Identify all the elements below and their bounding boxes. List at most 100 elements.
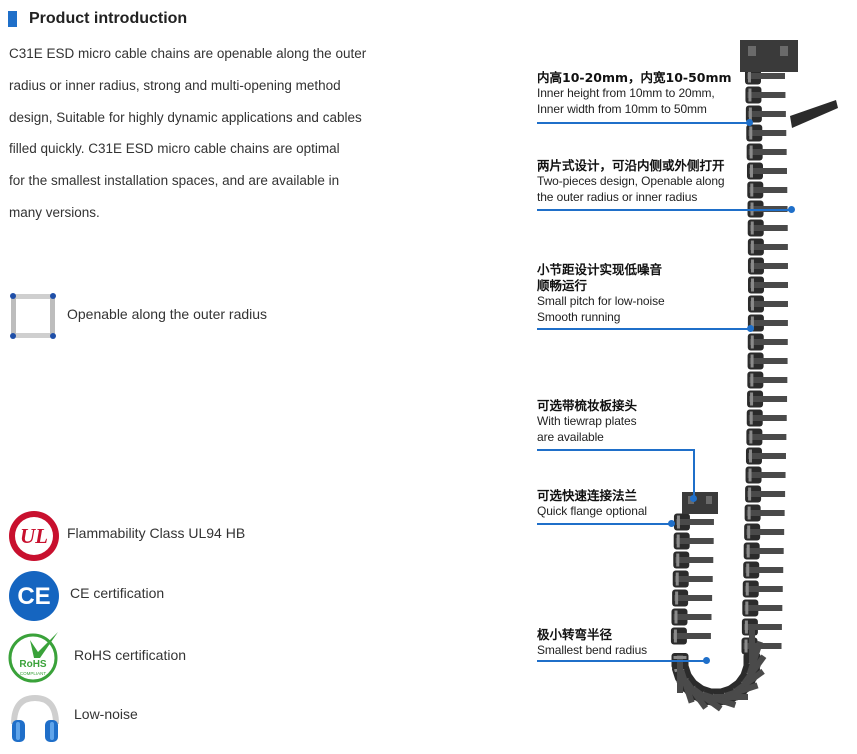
chain-link: [747, 181, 788, 199]
intro-line: design, Suitable for highly dynamic appl…: [9, 109, 362, 125]
chain-link: [746, 143, 787, 161]
annotation-en: Smallest bend radius: [537, 643, 648, 657]
annotation-small-pitch: 小节距设计实现低噪音 顺畅运行 Small pitch for low-nois…: [537, 262, 665, 325]
feature-openable-label: Openable along the outer radius: [67, 306, 268, 322]
chain-link: [746, 428, 787, 446]
intro-line: filled quickly. C31E ESD micro cable cha…: [9, 141, 340, 157]
chain-link: [745, 447, 786, 465]
annotation-en: Inner width from 10mm to 50mm: [537, 101, 707, 116]
chain-link: [673, 532, 714, 550]
chain-link: [745, 485, 786, 503]
leader-line: [537, 209, 792, 211]
leader-line: [537, 449, 695, 451]
chain-link: [747, 238, 788, 256]
leader-line: [537, 122, 750, 124]
chain-links: [670, 67, 788, 712]
intro-line: many versions.: [9, 204, 100, 220]
top-mounting-bracket: [740, 40, 838, 128]
section-accent-bar: [8, 11, 17, 27]
feature-rohs: RoHS certification: [74, 647, 186, 663]
chain-link: [742, 580, 783, 598]
ul-icon: UL: [9, 511, 59, 561]
chain-link: [746, 124, 787, 142]
annotation-cn: 两片式设计，可沿内侧或外侧打开: [537, 158, 725, 173]
leader-line: [537, 660, 707, 662]
intro-line: for the smallest installation spaces, an…: [9, 173, 340, 189]
annotation-cn: 内高10-20mm，内宽10-50mm: [537, 70, 732, 85]
chain-link: [673, 513, 714, 531]
annotation-cn: 极小转弯半径: [537, 627, 613, 642]
leader-dot: [746, 119, 753, 126]
annotation-inner-size: 内高10-20mm，内宽10-50mm Inner height from 10…: [537, 70, 732, 117]
leader-line-vertical: [693, 449, 695, 497]
chain-link: [747, 390, 788, 408]
chain-link: [744, 504, 785, 522]
chain-link: [746, 162, 787, 180]
annotation-bend-radius: 极小转弯半径 Smallest bend radius: [537, 627, 647, 659]
chain-link: [744, 523, 785, 541]
annotation-cn: 可选带梳妆板接头: [537, 398, 638, 413]
intro-line: C31E ESD micro cable chains are openable…: [9, 46, 367, 61]
section-title: Product introduction: [29, 10, 188, 27]
feature-openable: Openable along the outer radius: [67, 306, 267, 322]
chain-link: [743, 561, 784, 579]
annotation-tiewrap: 可选带梳妆板接头 With tiewrap plates are availab…: [537, 398, 637, 445]
chain-link: [745, 105, 786, 123]
chain-link: [745, 466, 786, 484]
feature-noise-label: Low-noise: [74, 706, 138, 722]
annotation-en: Small pitch for low-noise: [537, 294, 665, 308]
annotation-cn: 顺畅运行: [537, 278, 588, 293]
rohs-icon-text: RoHS: [19, 659, 47, 670]
chain-link: [672, 589, 713, 607]
chain-link: [745, 86, 786, 104]
feature-ce-label: CE certification: [70, 585, 165, 601]
annotation-en: the outer radius or inner radius: [537, 189, 698, 204]
chain-link: [743, 542, 784, 560]
chain-link: [670, 627, 711, 645]
annotation-en: With tiewrap plates: [537, 414, 637, 428]
annotation-en: Smooth running: [537, 309, 621, 324]
ul-icon-text: UL: [20, 524, 48, 548]
ce-icon: CE: [9, 571, 59, 621]
headphones-icon: [11, 694, 59, 742]
leader-line: [537, 523, 672, 525]
intro-line: radius or inner radius, strong and multi…: [9, 77, 341, 93]
chain-link: [672, 570, 713, 588]
feature-noise: Low-noise: [74, 706, 138, 722]
intro-paragraph: C31E ESD micro cable chains are openable…: [9, 38, 399, 229]
annotation-en: Inner height from 10mm to 20mm,: [537, 86, 715, 100]
chain-link: [747, 219, 788, 237]
annotation-cn: 可选快速连接法兰: [537, 488, 638, 503]
chain-link: [747, 295, 788, 313]
annotation-cn: 小节距设计实现低噪音: [537, 262, 663, 277]
rohs-icon: RoHS COMPLIANT: [8, 632, 58, 683]
annotation-en: Two-pieces design, Openable along: [537, 174, 725, 188]
chain-link: [747, 352, 788, 370]
ce-icon-text: CE: [17, 583, 50, 610]
annotation-en: are available: [537, 429, 604, 444]
chain-link: [742, 599, 783, 617]
chain-link: [747, 333, 788, 351]
chain-link: [747, 276, 788, 294]
rohs-icon-subtext: COMPLIANT: [20, 671, 47, 676]
chain-link: [747, 257, 788, 275]
annotation-en: Quick flange optional: [537, 504, 647, 518]
chain-link: [671, 608, 712, 626]
chain-link: [673, 551, 714, 569]
feature-flammability: Flammability Class UL94 HB: [67, 525, 245, 541]
leader-dot: [703, 657, 710, 664]
frame-icon: [10, 293, 56, 339]
feature-flammability-label: Flammability Class UL94 HB: [67, 525, 246, 541]
section-header: Product introduction: [8, 10, 187, 28]
feature-ce: CE certification: [70, 585, 164, 601]
chain-link: [741, 618, 782, 636]
lower-flange-bracket: [682, 492, 718, 514]
chain-link: [746, 409, 787, 427]
feature-rohs-label: RoHS certification: [74, 647, 187, 663]
leader-dot: [690, 495, 697, 502]
leader-line: [537, 328, 751, 330]
cable-chain-illustration: [670, 40, 838, 712]
leader-dot: [788, 206, 795, 213]
leader-dot: [668, 520, 675, 527]
annotation-two-piece: 两片式设计，可沿内侧或外侧打开 Two-pieces design, Opena…: [537, 158, 725, 205]
